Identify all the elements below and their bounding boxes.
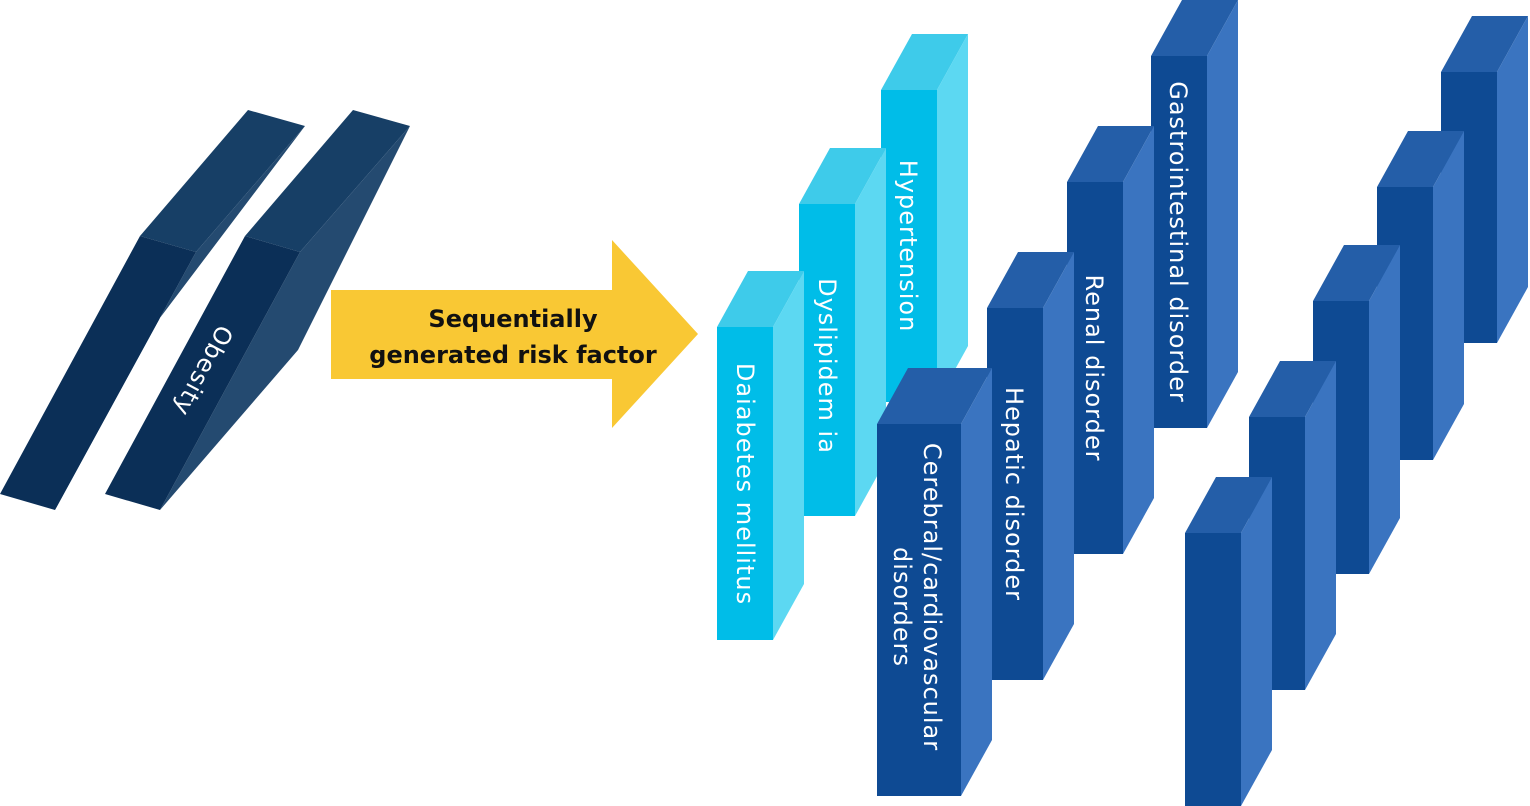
obesity-slab-left: [0, 110, 305, 510]
column-hepatic: [987, 252, 1074, 680]
label-gastrointestinal: Gastrointestinal disorder: [1164, 81, 1192, 403]
label-dyslipidemia: Dyslipidem ia: [813, 278, 841, 454]
obesity-slab-right: [105, 110, 410, 510]
label-diabetes: Daiabetes mellitus: [731, 363, 759, 605]
label-cerebral-line1: Cerebral/cardiovascular: [918, 443, 946, 751]
label-hepatic: Hepatic disorder: [1000, 387, 1028, 601]
column-unlabeled-5: [1185, 477, 1272, 806]
column-unlabeled-1: [1441, 16, 1528, 343]
column-dyslipidemia: [799, 148, 886, 516]
arrow-label-line1: Sequentially: [428, 305, 598, 333]
arrow-label-line2: generated risk factor: [369, 341, 657, 369]
column-diabetes: [717, 271, 804, 640]
column-cerebral: [877, 368, 992, 796]
label-renal: Renal disorder: [1080, 275, 1108, 462]
column-renal: [1067, 126, 1154, 554]
column-hypertension: [881, 34, 968, 402]
label-cerebral-line2: disorders: [888, 547, 916, 667]
label-hypertension: Hypertension: [894, 160, 922, 333]
column-gastrointestinal: [1151, 0, 1238, 428]
sequence-arrow: [331, 240, 698, 428]
